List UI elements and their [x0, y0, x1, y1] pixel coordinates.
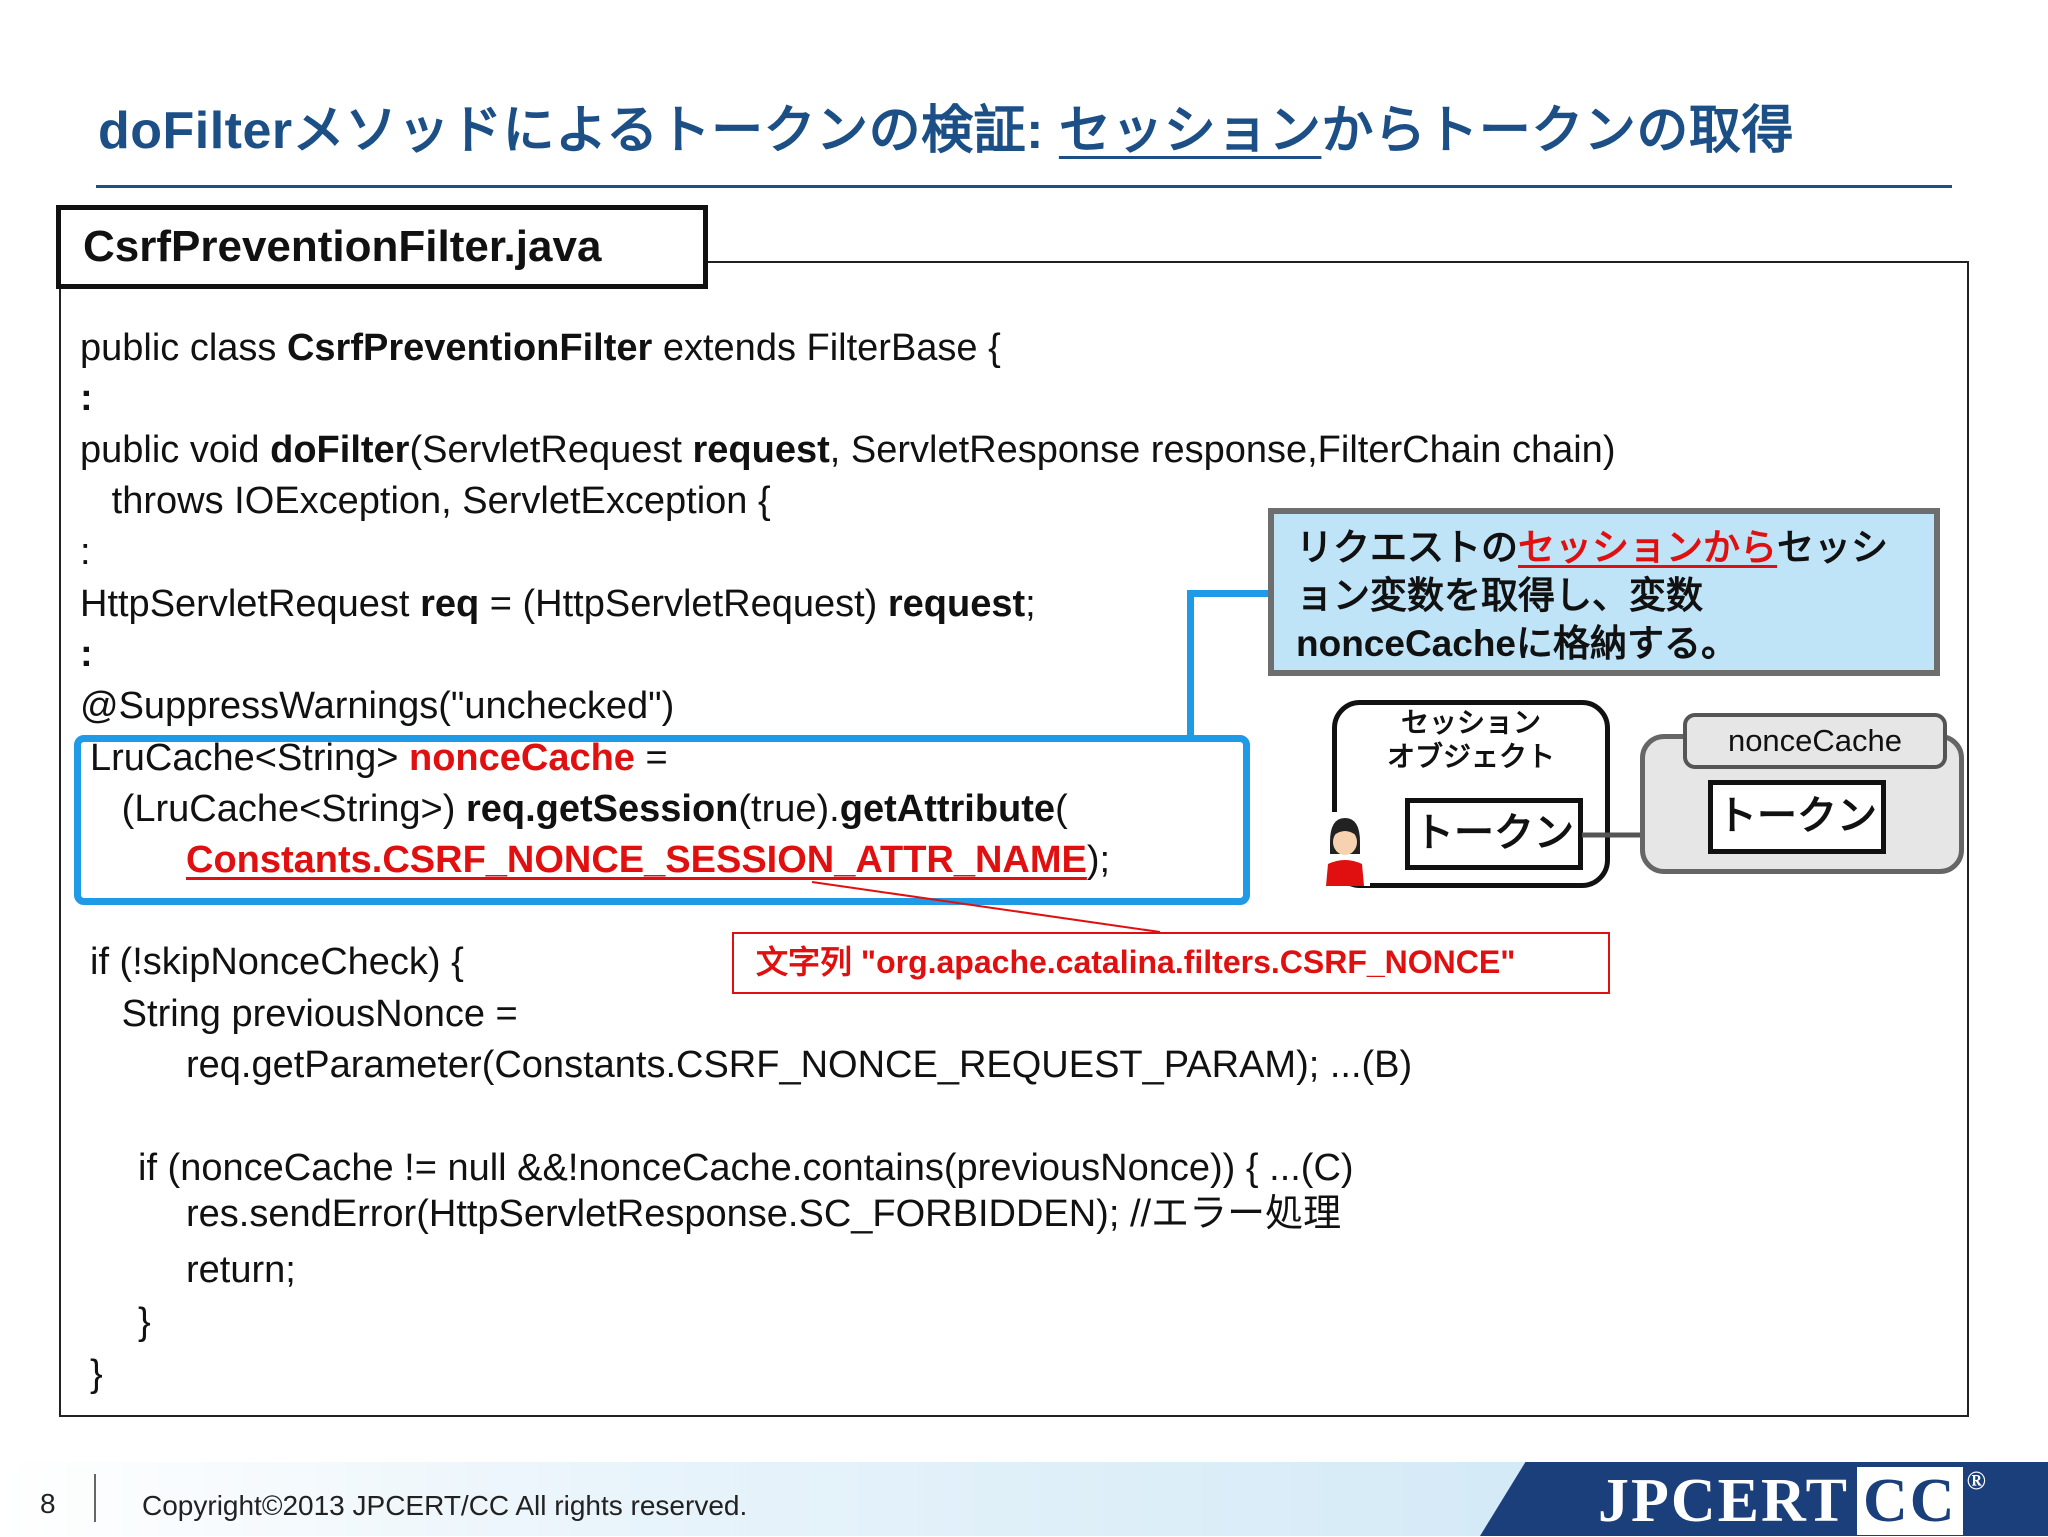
copyright-text: Copyright©2013 JPCERT/CC All rights rese… [142, 1490, 748, 1521]
code-line-4: throws IOException, ServletException { [80, 480, 771, 522]
code-line-6: HttpServletRequest req = (HttpServletReq… [80, 583, 1036, 625]
code-line-10: (LruCache<String>) req.getSession(true).… [90, 788, 1068, 830]
string-value-note: 文字列 "org.apache.catalina.filters.CSRF_NO… [732, 932, 1610, 994]
code-line-7: : [80, 633, 93, 675]
cache-token: トークン [1708, 780, 1886, 854]
title-part-3: からトークンの取得 [1321, 102, 1794, 160]
code-line-1: public class CsrfPreventionFilter extend… [80, 327, 1001, 369]
slide-title: doFilterメソッドによるトークンの検証: セッションからトークンの取得 [98, 88, 1794, 163]
code-line-13: String previousNonce = [90, 993, 518, 1035]
nonce-cache-label: nonceCache [1683, 713, 1947, 769]
code-line-15: if (nonceCache != null &&!nonceCache.con… [138, 1147, 1354, 1189]
callout-connector [1187, 590, 1194, 738]
code-line-12: if (!skipNonceCheck) { [90, 941, 464, 983]
code-line-11: Constants.CSRF_NONCE_SESSION_ATTR_NAME); [186, 839, 1111, 881]
code-line-9: LruCache<String> nonceCache = [90, 737, 668, 779]
highlight-box [74, 735, 1250, 905]
code-line-8: @SuppressWarnings("unchecked") [80, 685, 675, 727]
explanation-callout: リクエストのセッションからセッション変数を取得し、変数nonceCacheに格納… [1268, 508, 1940, 676]
code-line-3: public void doFilter(ServletRequest requ… [80, 429, 1616, 471]
code-line-14: req.getParameter(Constants.CSRF_NONCE_RE… [186, 1044, 1413, 1086]
session-object-label: セッションオブジェクト [1386, 707, 1555, 772]
person-icon [1320, 812, 1370, 886]
code-line-19: } [90, 1353, 103, 1395]
code-line-5: : [80, 531, 91, 573]
title-divider [96, 185, 1952, 188]
footer-separator [94, 1474, 96, 1522]
code-line-2: : [80, 377, 93, 419]
code-line-16: res.sendError(HttpServletResponse.SC_FOR… [186, 1193, 1342, 1235]
callout-connector-horizontal [1187, 590, 1269, 597]
session-token: トークン [1405, 798, 1583, 870]
page-number: 8 [40, 1488, 56, 1519]
title-part-1: doFilterメソッドによるトークンの検証: [98, 102, 1059, 160]
code-line-17: return; [186, 1249, 296, 1291]
title-part-2: セッション [1058, 102, 1322, 160]
code-line-18: } [138, 1301, 151, 1343]
filename-label: CsrfPreventionFilter.java [56, 205, 708, 289]
